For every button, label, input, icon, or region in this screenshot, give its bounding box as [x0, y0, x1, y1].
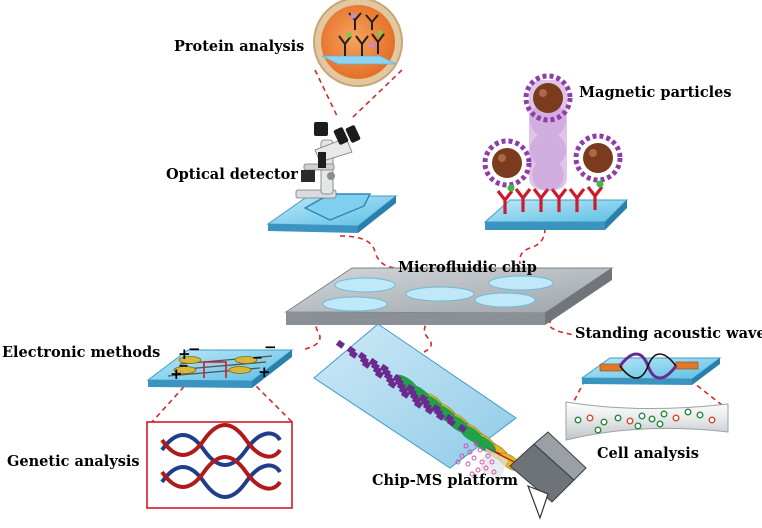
spray-droplet	[463, 443, 469, 449]
label-chip-ms-platform: Chip-MS platform	[372, 472, 519, 489]
cell-zoom-left	[571, 379, 586, 406]
cell-dot	[626, 417, 634, 425]
spray-droplet	[479, 459, 485, 465]
cell-dot	[696, 411, 704, 419]
cell-dot	[656, 420, 664, 428]
cell-dot	[708, 416, 716, 424]
cell-dot	[594, 426, 602, 434]
cell-dot	[684, 408, 692, 416]
label-standing-acoustic-wave: Standing acoustic wave	[575, 325, 762, 342]
cell-dot	[586, 414, 594, 422]
magnetic-particles	[482, 73, 629, 230]
magnetic-bead-icon	[573, 133, 623, 188]
mass-spectrometer-icon	[480, 431, 587, 520]
connector-magnetic	[518, 227, 546, 265]
chip-ms-platform	[313, 323, 587, 520]
connector-optical	[339, 235, 399, 269]
label-magnetic-particles: Magnetic particles	[579, 84, 732, 101]
dna-helix-icon	[160, 423, 282, 499]
cell-zoom-right	[689, 379, 723, 406]
cell-dot	[574, 416, 582, 424]
spray-droplet	[483, 465, 489, 471]
spray-droplet	[491, 469, 497, 475]
svg-text:−: −	[252, 351, 263, 366]
svg-text:+: +	[178, 345, 191, 363]
cell-dot	[600, 418, 608, 426]
connector-acoustic	[539, 305, 576, 336]
label-optical-detector: Optical detector	[166, 166, 298, 183]
protein-analysis-panel	[313, 0, 403, 87]
genetic-analysis-panel	[146, 421, 293, 509]
microscope-icon	[295, 122, 361, 199]
cell-dot	[638, 412, 646, 420]
svg-text:+: +	[170, 365, 183, 383]
label-electronic-methods: Electronic methods	[2, 344, 160, 361]
spray-droplet	[459, 453, 465, 459]
microfluidic-chip	[284, 267, 614, 325]
cell-dot	[634, 422, 642, 430]
optical-detector	[266, 122, 398, 233]
magnetic-bead-icon	[482, 138, 532, 192]
cell-dot	[648, 415, 656, 423]
magnetic-bead-icon	[523, 73, 573, 123]
electronic-methods: + − + − + − −	[146, 338, 294, 388]
protein-zoom-right	[351, 69, 403, 119]
spray-droplet	[469, 471, 475, 477]
standing-acoustic-wave	[580, 352, 722, 385]
spray-droplet	[475, 467, 481, 473]
label-protein-analysis: Protein analysis	[174, 38, 304, 55]
genetic-zoom-right	[249, 379, 293, 423]
spray-droplet	[477, 447, 483, 453]
svg-text:+: +	[258, 363, 271, 381]
electrode-icon	[167, 355, 273, 378]
label-cell-analysis: Cell analysis	[597, 445, 699, 462]
svg-text:−: −	[188, 340, 201, 358]
svg-text:−: −	[178, 359, 189, 374]
ms-lanes	[335, 339, 530, 472]
cell-analysis-panel	[565, 401, 729, 441]
spray-droplet	[473, 441, 479, 447]
acoustic-wave-icon	[599, 352, 699, 380]
cell-dot	[614, 414, 622, 422]
label-microfluidic-chip: Microfluidic chip	[398, 259, 537, 276]
svg-text:−: −	[264, 338, 277, 356]
label-genetic-analysis: Genetic analysis	[7, 453, 140, 470]
ms-spray	[455, 441, 497, 477]
spray-droplet	[465, 461, 471, 467]
spray-droplet	[471, 455, 477, 461]
antibody-array	[496, 186, 604, 214]
cell-dot	[672, 414, 680, 422]
connector-chipms	[423, 317, 432, 353]
cell-dot	[660, 410, 668, 418]
spray-droplet	[485, 453, 491, 459]
spray-droplet	[489, 459, 495, 465]
spray-droplet	[455, 459, 461, 465]
spray-droplet	[467, 449, 473, 455]
cells	[574, 408, 716, 434]
